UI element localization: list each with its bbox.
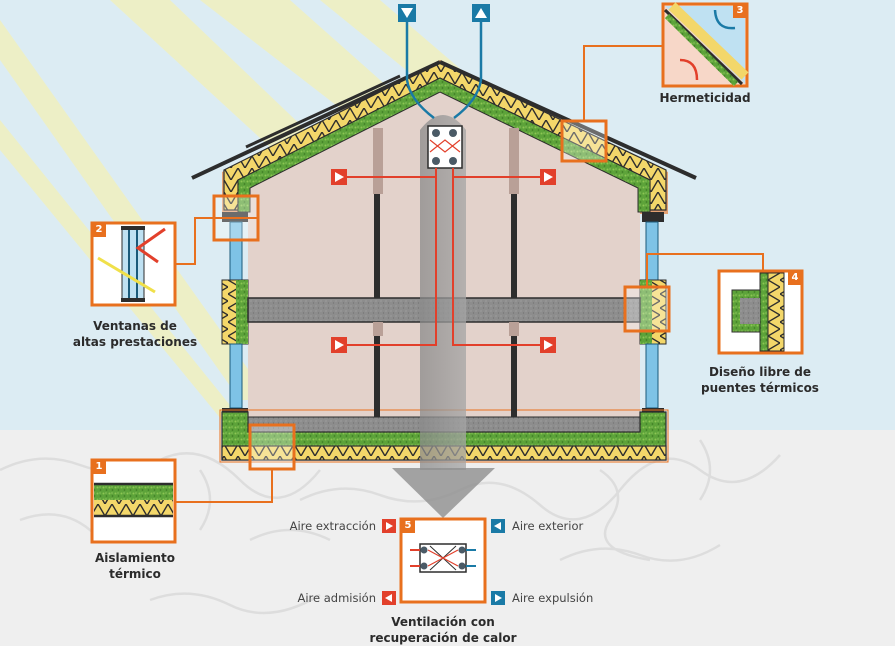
callout-4-illustration (717, 269, 804, 355)
callout-2-title-line1: Ventanas de (93, 319, 177, 333)
callout-2-illustration (90, 221, 177, 307)
legend-outdoor-label: Aire exterior (512, 519, 584, 533)
red-duct-markers (331, 169, 556, 353)
callout-3-badge: 3 (733, 4, 747, 18)
callout-1-title: Aislamiento térmico (60, 550, 210, 582)
callout-3-title: Hermeticidad (645, 90, 765, 106)
duct-marker-lower-left (331, 337, 347, 353)
blue-right-arrow-icon (491, 591, 505, 605)
duct-marker-upper-left (331, 169, 347, 185)
callout-1-title-line2: térmico (109, 567, 161, 581)
callout-2-title: Ventanas de altas prestaciones (55, 318, 215, 350)
callout-4-title: Diseño libre de puentes térmicos (685, 364, 835, 396)
ventilation-shaft (420, 115, 466, 470)
right-wall (639, 212, 667, 418)
heat-recovery-unit (427, 125, 463, 169)
callout-5-title: Ventilación con recuperación de calor (355, 614, 531, 646)
outdoor-ducts (405, 20, 483, 119)
callout-2-badge: 2 (92, 223, 106, 237)
legend-supply-label: Aire admisión (297, 591, 376, 605)
callout-4-title-line1: Diseño libre de (708, 365, 812, 379)
down-arrow (392, 468, 495, 518)
callout-3-illustration (661, 2, 749, 88)
interior-partitions (373, 128, 519, 417)
callout-2-title-line2: altas prestaciones (72, 335, 198, 349)
duct-marker-upper-right (540, 169, 556, 185)
callout-1-badge: 1 (92, 460, 106, 474)
callout-1-title-line1: Aislamiento (94, 551, 176, 565)
roof-envelope (191, 60, 697, 214)
indoor-ducts (345, 168, 540, 346)
callout-4-title-line2: puentes térmicos (701, 381, 819, 395)
detail-frames (176, 45, 764, 503)
red-left-arrow-icon (382, 591, 396, 605)
blue-left-arrow-icon (491, 519, 505, 533)
red-right-arrow-icon (382, 519, 396, 533)
duct-marker-lower-right (540, 337, 556, 353)
blue-intake-marker (398, 4, 416, 22)
left-wall (221, 212, 249, 418)
callout-4-badge: 4 (788, 271, 802, 285)
callout-5-badge: 5 (401, 519, 415, 533)
legend-exhaust-label: Aire expulsión (512, 591, 594, 605)
callout-5-title-line1: Ventilación con (391, 615, 495, 629)
callout-3-title-line1: Hermeticidad (659, 91, 751, 105)
legend-extract-label: Aire extracción (289, 519, 376, 533)
callout-5-title-line2: recuperación de calor (369, 631, 517, 645)
callout-5-illustration (399, 517, 487, 604)
blue-exhaust-marker (472, 4, 490, 22)
